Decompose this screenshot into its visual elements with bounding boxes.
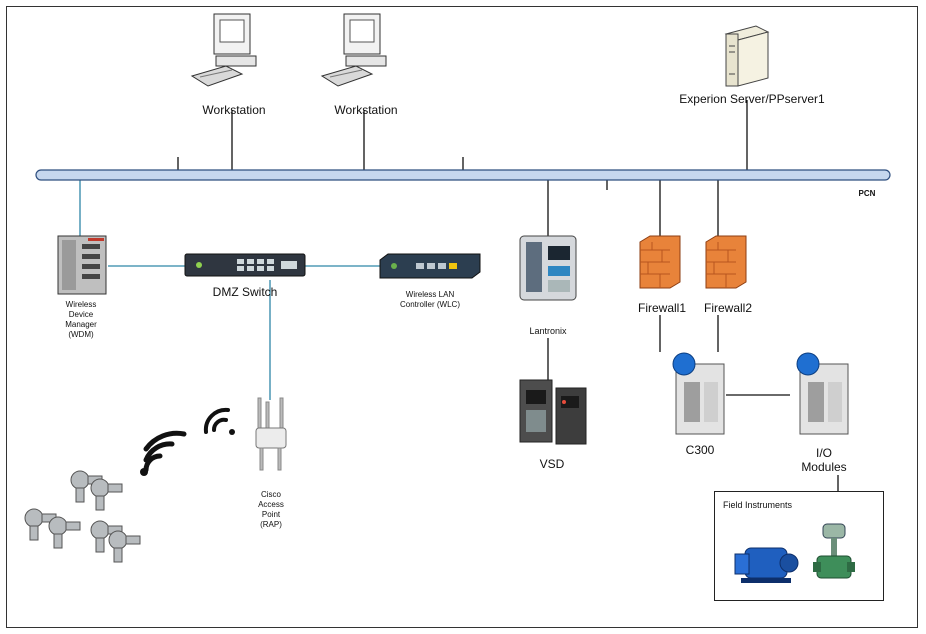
vsd-label: VSD: [539, 457, 565, 471]
server-label: Experion Server/PPserver1: [679, 92, 825, 106]
field-instruments-graphics: [734, 523, 855, 583]
lantronix-icon: [519, 235, 577, 301]
wireless-signal-icon: [140, 430, 187, 476]
valve-icon: [813, 523, 855, 579]
workstation-icon: [320, 13, 387, 87]
c300-label: C300: [685, 443, 715, 457]
io-module-icon: [796, 352, 849, 435]
workstation-icon: [190, 13, 257, 87]
wireless-signal-icon: [203, 407, 235, 435]
field-instruments-box: Field Instruments: [714, 491, 884, 601]
vsd-icon: [519, 379, 587, 445]
diagram-frame: [6, 6, 918, 628]
wlc-icon: [379, 253, 481, 279]
wdm-icon: [57, 235, 107, 295]
pcn-bus: [35, 169, 891, 181]
switch-icon: [184, 253, 306, 277]
dmz-switch-label: DMZ Switch: [212, 285, 278, 299]
firewall-icon: [639, 235, 681, 289]
lantronix-label: Lantronix: [529, 326, 567, 336]
workstation-2-label: Workstation: [334, 103, 398, 117]
server-icon: [724, 25, 770, 87]
links: [79, 100, 839, 491]
pcn-label: PCN: [858, 189, 876, 198]
firewall-icon: [705, 235, 747, 289]
field-instruments-title: Field Instruments: [723, 500, 793, 510]
pump-icon: [734, 547, 799, 583]
firewall-1-label: Firewall1: [637, 301, 686, 315]
c300-icon: [672, 352, 725, 435]
transmitter-icon: [24, 470, 141, 563]
workstation-1-label: Workstation: [202, 103, 266, 117]
firewall-2-label: Firewall2: [703, 301, 752, 315]
access-point-icon: [255, 397, 287, 471]
